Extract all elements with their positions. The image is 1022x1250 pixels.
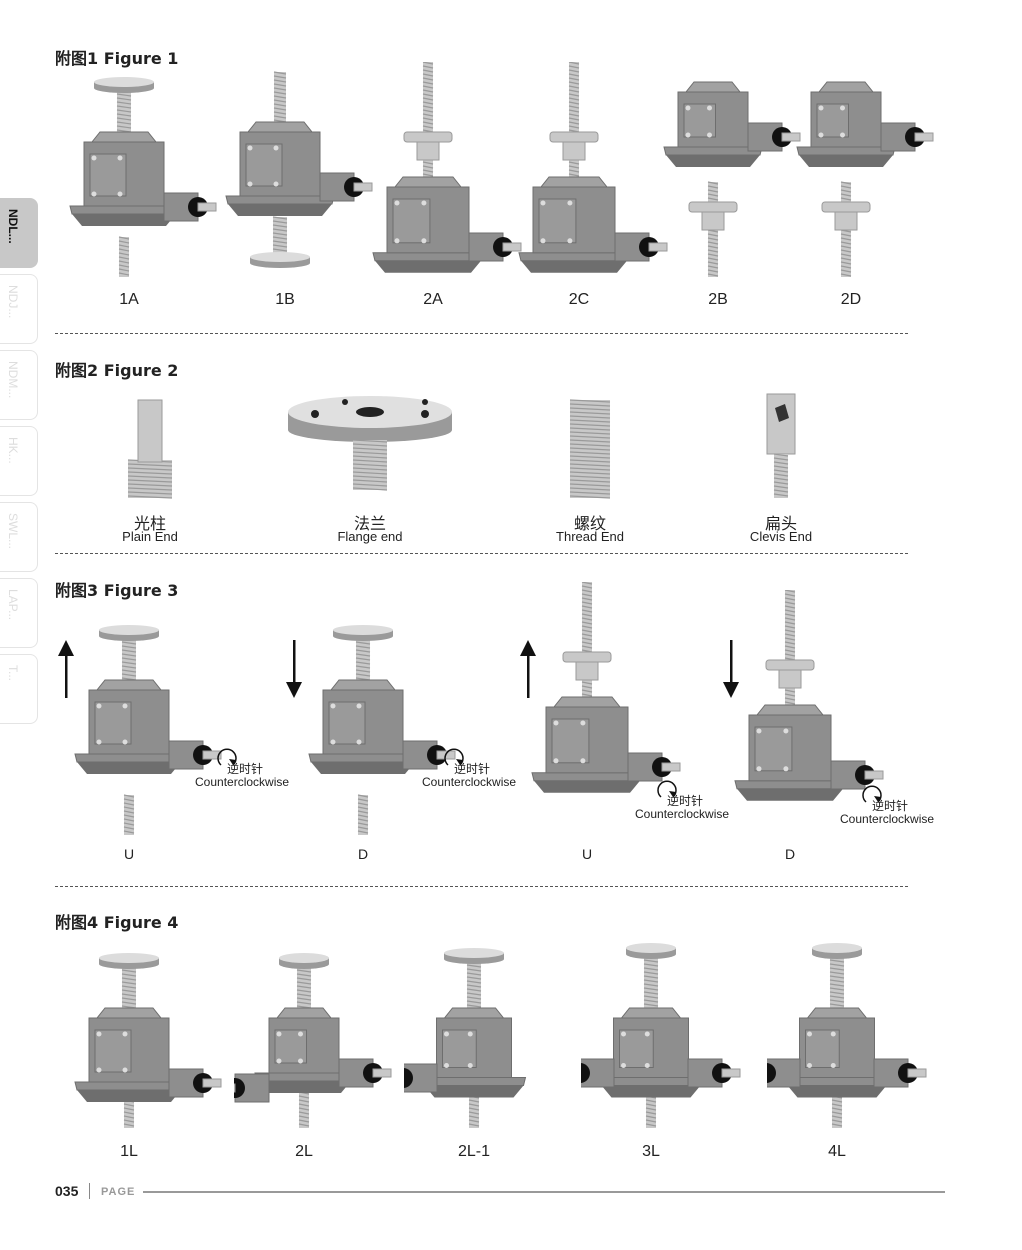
- divider: [55, 886, 908, 887]
- jack-image: [54, 610, 234, 840]
- figure4-label: 1L: [120, 1143, 138, 1160]
- rotation-en: Counterclockwise: [422, 775, 517, 789]
- direction-label: U: [581, 846, 593, 862]
- figure4-label: 4L: [828, 1143, 846, 1160]
- jack-image: [384, 938, 574, 1133]
- end-type-en: Plain End: [122, 529, 178, 544]
- end-type-image: [741, 390, 821, 505]
- side-tab-label: NDJ...: [6, 285, 20, 319]
- jack-image: [59, 938, 229, 1133]
- direction-label: U: [123, 846, 135, 862]
- end-type-cn: 扁头: [764, 516, 798, 533]
- rotation-cn: 逆时针: [667, 794, 704, 808]
- jack-image-1a: [59, 62, 219, 282]
- side-tab-ndl[interactable]: NDL...: [0, 198, 38, 268]
- end-type-en: Clevis End: [749, 529, 813, 544]
- page-number: 035: [55, 1183, 79, 1199]
- figure1-label: 2B: [708, 291, 728, 308]
- figure1-title: 附图1 Figure 1: [55, 49, 179, 68]
- figure4-label: 2L: [295, 1143, 313, 1160]
- end-type-image: [280, 390, 460, 505]
- arrow-up-icon: [58, 640, 74, 698]
- rotation-en: Counterclockwise: [840, 812, 935, 826]
- figure2-title: 附图2 Figure 2: [55, 361, 179, 380]
- figure1-label: 2A: [423, 291, 443, 308]
- side-tab-label: NDL...: [6, 209, 20, 244]
- end-type-image: [550, 390, 630, 505]
- side-tab-ndj[interactable]: NDJ...: [0, 274, 38, 344]
- arrow-down-icon: [286, 640, 302, 698]
- figure1-label: 2D: [840, 291, 862, 308]
- figure1-label: 1A: [119, 291, 139, 308]
- figure1-label: 1B: [275, 291, 295, 308]
- rotation-en: Counterclockwise: [635, 807, 730, 821]
- footer-rule: [143, 1191, 945, 1193]
- rotation-cn: 逆时针: [872, 799, 909, 813]
- side-tab-hk[interactable]: HK...: [0, 426, 38, 496]
- side-tab-label: T...: [6, 665, 20, 682]
- side-tab-label: NDM...: [6, 361, 20, 399]
- jack-image-2a: [363, 61, 523, 282]
- jack-image: [288, 610, 468, 840]
- side-tab-t[interactable]: T...: [0, 654, 38, 724]
- side-tab-label: SWL...: [6, 513, 20, 550]
- rotation-arrow-icon: [217, 748, 237, 766]
- jack-image-2d: [781, 62, 941, 282]
- page-label: PAGE: [101, 1186, 136, 1198]
- direction-label: D: [357, 846, 369, 862]
- end-type-cn: 螺纹: [573, 516, 607, 533]
- rotation-en: Counterclockwise: [195, 775, 290, 789]
- end-type-cn: 光柱: [133, 516, 167, 533]
- end-type-en: Thread End: [556, 529, 624, 544]
- divider: [55, 333, 908, 334]
- direction-label: D: [784, 846, 796, 862]
- rotation-arrow-icon: [657, 780, 677, 798]
- footer-separator: [89, 1183, 90, 1199]
- side-tab-label: HK...: [6, 437, 20, 464]
- figure3-title: 附图3 Figure 3: [55, 581, 179, 600]
- figure1-label: 2C: [568, 291, 590, 308]
- end-type-image: [110, 390, 190, 505]
- jack-image: [747, 938, 937, 1133]
- arrow-up-icon: [520, 640, 536, 698]
- jack-image: [561, 938, 751, 1133]
- figure4-label: 3L: [642, 1143, 660, 1160]
- rotation-arrow-icon: [444, 748, 464, 766]
- figure4-label: 2L-1: [457, 1143, 491, 1160]
- side-tab-swl[interactable]: SWL...: [0, 502, 38, 572]
- jack-image: [512, 581, 692, 812]
- divider: [55, 553, 908, 554]
- jack-image-2b: [648, 62, 808, 282]
- side-tab-lap[interactable]: LAP...: [0, 578, 38, 648]
- jack-image: [715, 589, 895, 820]
- figure4-title: 附图4 Figure 4: [55, 913, 179, 932]
- jack-image: [216, 938, 404, 1133]
- rotation-cn: 逆时针: [454, 762, 491, 776]
- rotation-cn: 逆时针: [227, 762, 264, 776]
- side-tab-label: LAP...: [6, 589, 20, 621]
- jack-image-1b: [215, 62, 375, 282]
- end-type-en: Flange end: [337, 529, 403, 544]
- rotation-arrow-icon: [862, 785, 882, 803]
- jack-image-2c: [509, 61, 669, 282]
- side-tab-ndm[interactable]: NDM...: [0, 350, 38, 420]
- end-type-cn: 法兰: [353, 516, 387, 533]
- arrow-down-icon: [723, 640, 739, 698]
